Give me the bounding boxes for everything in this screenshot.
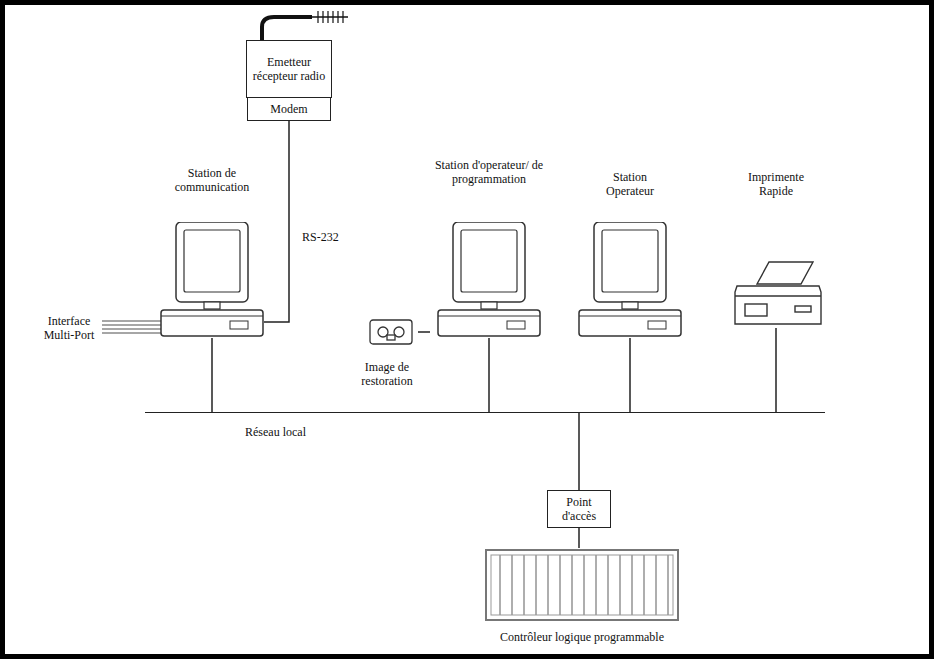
network-wire [488,338,490,413]
antenna-symbol [327,11,328,23]
multi-port-cables [102,321,162,333]
plc-rack-symbol [491,555,673,615]
computer-symbol [438,222,540,336]
multi-port-cables [102,332,162,334]
network-bus: Réseau local [145,412,825,448]
frame [3,3,932,657]
network-wire [578,413,580,491]
radio-box: Emetteur récepteur radio [246,40,332,98]
node-label: Station d'operateur/ de programmation [430,158,548,186]
tape-drive-symbol [370,320,412,344]
node-label: Emetteur récepteur radio [251,55,327,83]
network-wire [775,328,777,413]
plc-rack-symbol [486,550,678,620]
computer-station: Station d'operateur/ de programmation [430,158,548,338]
network-wire [211,338,213,413]
printer-symbol [757,262,813,284]
computer-station: Station de communication [160,166,264,338]
printer-symbol [745,304,767,316]
printer-symbol [795,306,811,312]
node-label: Modem [270,102,307,116]
multi-port-cables [102,324,162,326]
node-label: Station de communication [164,166,260,194]
modem-box: Modem [247,97,331,121]
network-wire [629,338,631,413]
computer-symbol [579,222,681,336]
multi-port-cables [102,320,162,322]
computer-symbol [161,222,263,336]
antenna-symbol [318,11,343,23]
node-label: Image de restoration [356,360,418,388]
multi-port-cables [102,328,162,330]
printer: Imprimente Rapide [730,170,822,328]
node-label: Contrôleur logique programmable [500,630,664,644]
plc-rack: Contrôleur logique programmable [484,548,680,644]
link-label: RS-232 [300,230,341,244]
node-label: Imprimente Rapide [743,170,809,198]
port-label: Interface Multi-Port [38,314,100,342]
network-wire [264,121,289,323]
plc-rack-symbol [486,550,678,620]
antenna-symbol [337,11,338,23]
antenna-symbol [342,11,343,23]
network-wire [418,331,430,333]
antenna-symbol [322,11,323,23]
antenna-symbol [262,11,348,40]
antenna-symbol [332,11,333,23]
tape-drive-symbol [387,335,395,340]
network-wire [578,528,580,548]
node-label: Réseau local [245,425,306,439]
access-point-box: Point d'accès [547,490,611,528]
antenna-symbol [317,11,318,23]
printer-symbol [735,295,821,296]
printer-symbol [735,262,821,324]
node-label: Station Operateur [597,170,663,198]
antenna-symbol [262,17,312,40]
tape-drive: Image de restoration [356,318,418,388]
tape-drive-symbol [370,320,412,344]
printer-symbol [735,286,821,324]
computer-station: Station Operateur [578,170,682,338]
node-label: Point d'accès [552,495,606,523]
